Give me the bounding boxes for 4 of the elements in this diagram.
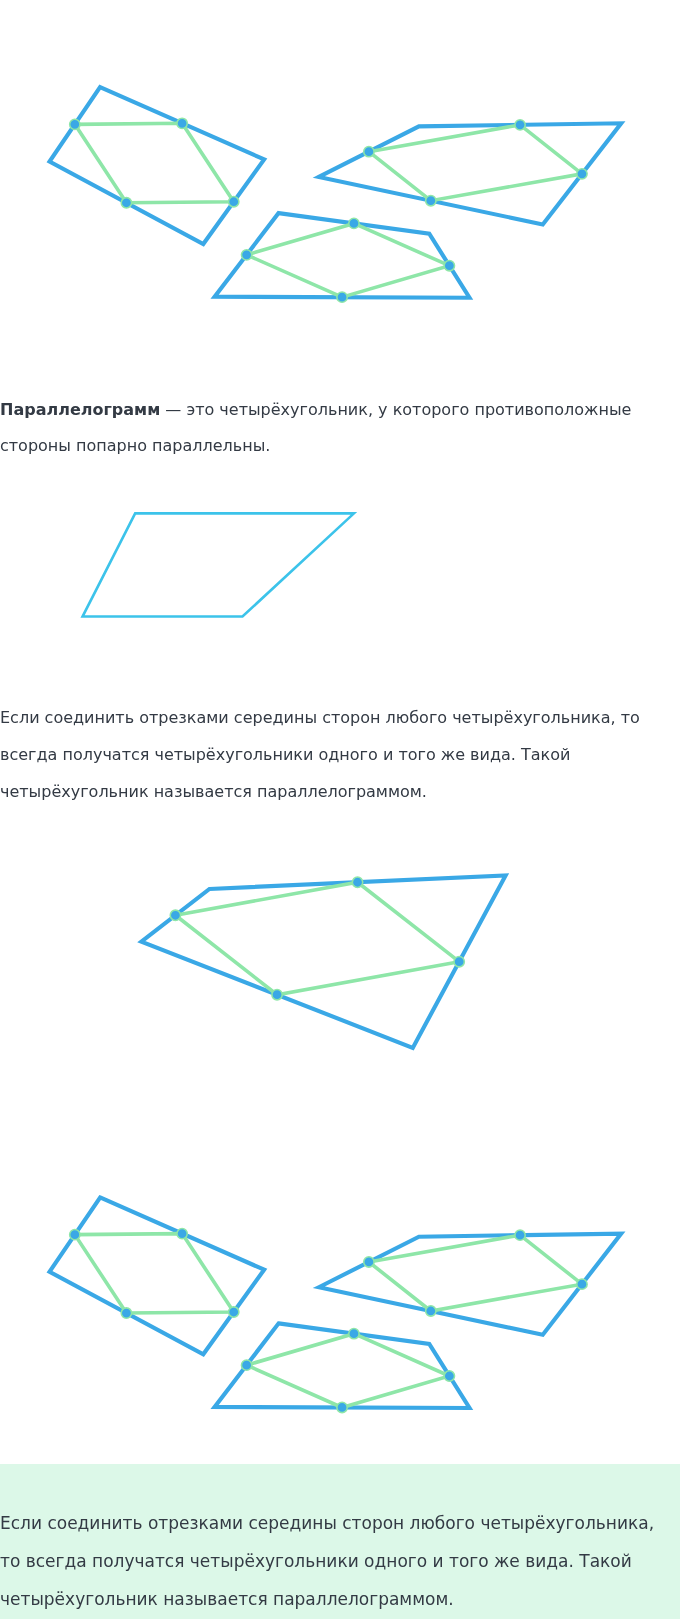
definition-text: Параллелограмм — это четырёхугольник, у которого противоположные стороны попарно параллельны. bbox=[0, 399, 633, 457]
paragraph-text: Если соединить отрезками середины сторон любого четырёхугольника, то всегда получатся четырёхугольники одного и того же вида. Такой четырёхугольник называется параллелограммом. bbox=[0, 707, 641, 803]
paragraph-text: Если соединить отрезками середины сторон любого четырёхугольника, то всегда получатся четырёхугольники одного и того же вида. Такой четырёхугольник называется параллелограммом. bbox=[0, 1512, 656, 1611]
highlight-band bbox=[0, 1464, 680, 1619]
